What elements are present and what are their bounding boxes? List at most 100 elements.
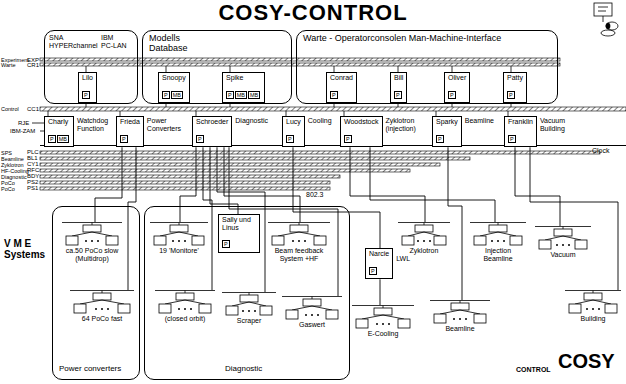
crate-controller [176, 293, 194, 300]
crate-drawing [398, 222, 450, 246]
crate-module [66, 236, 78, 245]
crate-dots [190, 308, 192, 310]
computer-name: Patty [507, 74, 523, 83]
bus-bar [40, 169, 410, 172]
crate-links [480, 232, 516, 236]
crate-label: (closed orbit) [155, 314, 215, 323]
bus-label: RJE [18, 120, 29, 127]
computer-box: LucyP [282, 116, 305, 147]
crate-dots [85, 240, 87, 242]
crate-links [408, 232, 440, 236]
crate-dots [556, 244, 558, 246]
computer-box: SparkyP [432, 116, 462, 147]
crate-links [362, 315, 404, 319]
crate-controller [374, 308, 392, 315]
region-heading: SNA [49, 34, 63, 42]
vme-crate: E-Cooling [352, 305, 414, 338]
bus-label: COSY [558, 350, 615, 372]
computer-name: Schroeder [196, 118, 228, 127]
vme-crate: Gaswert [282, 296, 342, 329]
network-link [128, 147, 136, 290]
computer-name: Frieda [120, 118, 140, 127]
sign-post [603, 16, 604, 22]
bus-label: CR1 [27, 62, 39, 69]
computer-box: SchroederP [192, 116, 232, 147]
crate-links [278, 232, 320, 236]
crate-module [569, 304, 581, 313]
crate-controller [489, 225, 507, 232]
crate-module [474, 314, 486, 323]
board-tag: P [162, 91, 170, 99]
crate-dots [248, 310, 250, 312]
bus-label: Beamline [465, 117, 494, 125]
bus-label: Diagnostic [1, 174, 27, 180]
crate-dots [242, 310, 244, 312]
computer-box: FranklinP [504, 116, 537, 147]
crate-controller [451, 303, 469, 310]
computer-box: ConradP [326, 72, 357, 103]
board-tag: P [448, 91, 456, 99]
crate-links [292, 306, 332, 310]
region-heading: HYPERchannel [49, 42, 98, 50]
crate-controller [240, 295, 258, 302]
bus-label: PoCo [1, 186, 15, 192]
bus-label: Cooling [308, 117, 332, 125]
crate-label: Building [565, 314, 621, 323]
computer-name: Oliver [448, 74, 466, 83]
computer-name: Lucy [286, 118, 301, 127]
diagram-title: COSY-CONTROL [0, 1, 626, 25]
network-link [448, 147, 462, 300]
crate-dots [317, 314, 319, 316]
crate-dots [91, 240, 93, 242]
crate-dots [459, 318, 461, 320]
computer-name: Franklin [508, 118, 533, 127]
crate-dots [292, 240, 294, 242]
crate-label: Beamline [430, 324, 490, 333]
vme-crate: Scraper [222, 292, 276, 325]
crate-module [272, 236, 284, 245]
crate-drawing [470, 222, 526, 246]
bus-label: IBM-ZAM [10, 128, 35, 135]
snoopy-head [606, 22, 618, 30]
computer-box: NarcieP [365, 248, 393, 279]
bus-label: PoCo [1, 180, 15, 186]
bus-label: CY1 [27, 161, 39, 168]
sign-scribble [598, 11, 606, 12]
crate-module [434, 236, 446, 245]
bus-label: Clock [592, 147, 610, 155]
bus-bar [40, 58, 560, 61]
computer-box: CharlyPMB [44, 116, 74, 147]
vme-crate: Building [565, 290, 621, 323]
crate-module [434, 314, 446, 323]
board-tag: P [330, 91, 338, 99]
crate-drawing [352, 305, 414, 329]
bus-bar [40, 181, 330, 184]
crate-drawing [430, 300, 490, 324]
vme-crate: ca.50 PoCo slow (Multidrop) [62, 222, 122, 263]
crate-dots [107, 308, 109, 310]
board-tag: MB [235, 91, 247, 99]
group-region: Power convertersca.50 PoCo slow (Multidr… [52, 206, 140, 380]
bus-bar [40, 175, 340, 178]
group-region: Diagnostic19 'Monitore'Sally und LinusPB… [144, 206, 350, 380]
bus-label: Beamline [1, 156, 24, 162]
crate-links [575, 300, 611, 304]
network-link [380, 279, 381, 305]
computer-name: Narcie [369, 250, 389, 259]
vme-crate: Injection Beamline [470, 222, 526, 263]
sign-board [594, 3, 612, 16]
crate-dots [388, 323, 390, 325]
board-tag: MB [248, 91, 260, 99]
bus-bar [40, 151, 600, 154]
board-tag: P [436, 135, 444, 143]
crate-module [199, 304, 211, 313]
network-link [293, 147, 380, 248]
crate-dots [586, 308, 588, 310]
crate-module [226, 306, 238, 315]
crate-dots [491, 240, 493, 242]
board-tag: P [48, 135, 56, 143]
crate-links [545, 236, 581, 240]
board-tag: P [508, 135, 516, 143]
crate-module [74, 304, 86, 313]
vme-crate: Vacuum [535, 226, 591, 259]
